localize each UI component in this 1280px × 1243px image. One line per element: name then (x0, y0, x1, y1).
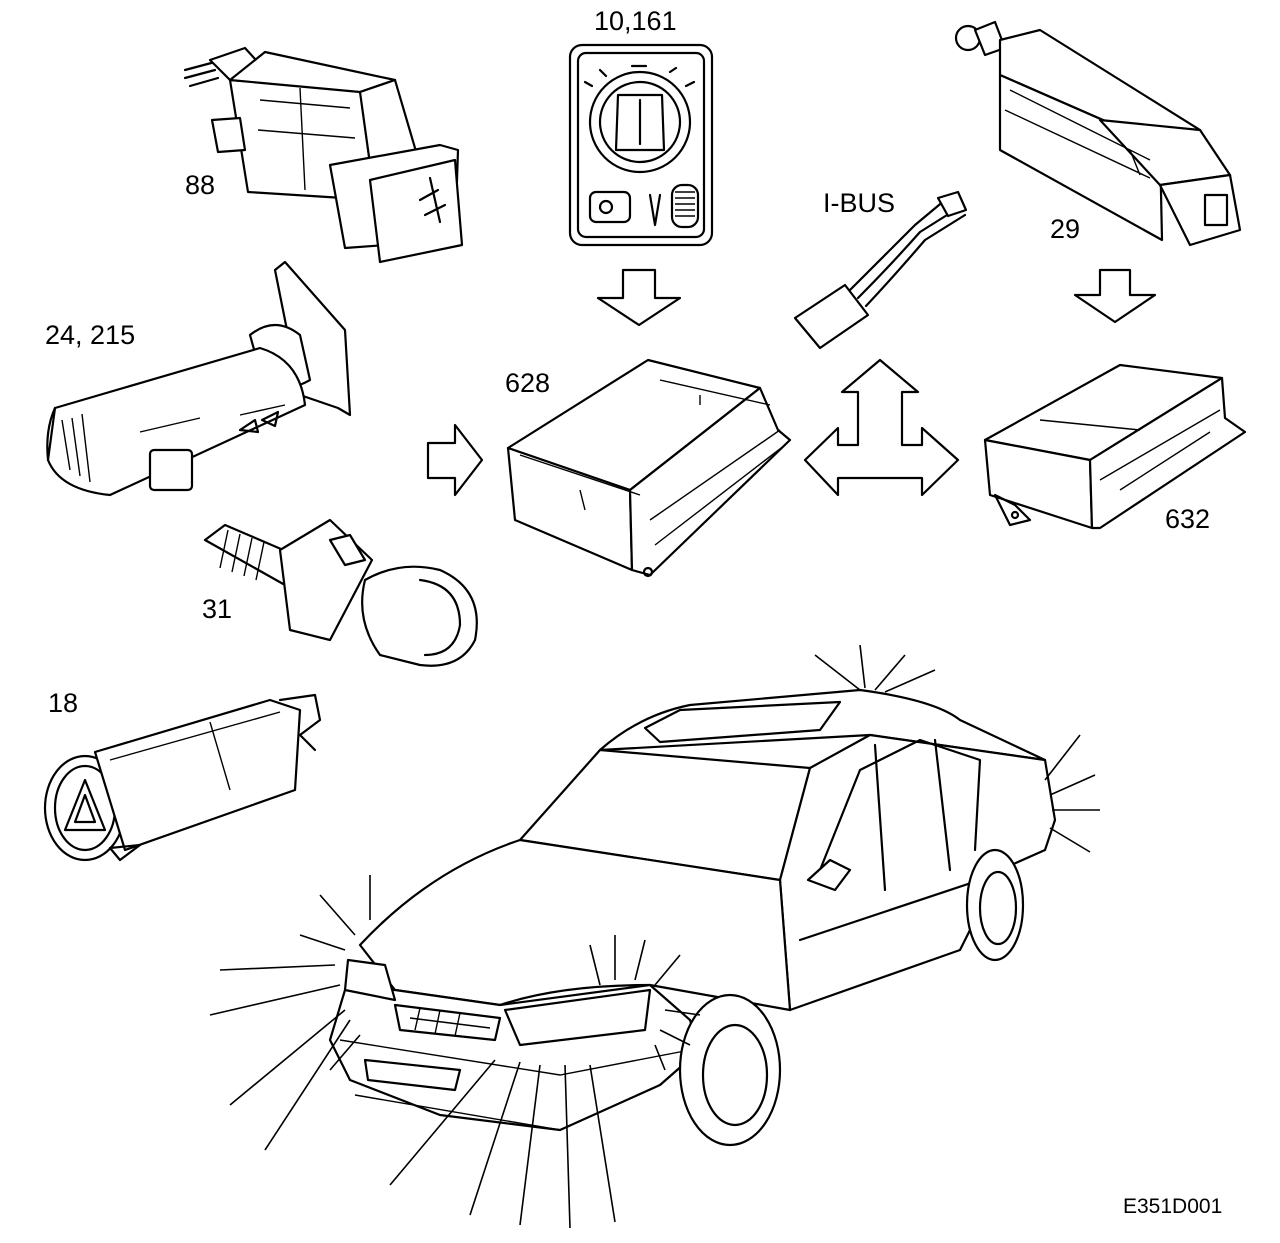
ibus-connector-drawing (793, 190, 968, 350)
fog-light-switch-drawing (183, 46, 464, 264)
arrow-light-switch-down (596, 268, 682, 327)
label-ibus: I-BUS (823, 188, 896, 218)
label-fog-light-switch: 88 (185, 170, 216, 200)
light-switch-panel-drawing (568, 43, 714, 247)
label-second-module: 632 (1165, 504, 1211, 534)
arrow-brake-switch-down (1073, 268, 1157, 324)
hazard-switch-drawing (43, 693, 322, 862)
figure-code: E351D001 (1123, 1195, 1223, 1218)
label-turn-signal-stalk: 24, 215 (45, 320, 136, 350)
brake-light-switch-drawing (954, 20, 1242, 247)
turn-signal-stalk-drawing (46, 260, 352, 497)
label-brake-light-switch: 29 (1050, 214, 1081, 244)
label-hazard-switch: 18 (48, 688, 79, 718)
central-module-drawing (506, 358, 792, 578)
temperature-sender-drawing (203, 518, 478, 667)
second-module-drawing (983, 363, 1247, 530)
label-central-module: 628 (505, 368, 551, 398)
car-drawing (209, 644, 1100, 1229)
label-light-switch: 10,161 (594, 6, 677, 36)
arrow-stalk-right (426, 423, 484, 497)
arrow-module-to-ibus-and-632 (803, 358, 960, 497)
label-temperature-sender: 31 (202, 594, 233, 624)
